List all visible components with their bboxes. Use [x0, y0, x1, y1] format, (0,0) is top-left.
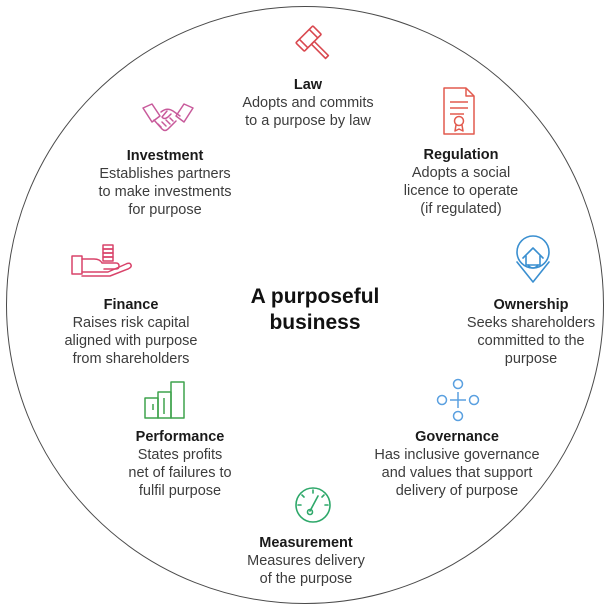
investment-desc: Establishes partners to make investments… — [98, 166, 232, 218]
ownership-block: Ownership Seeks shareholders committed t… — [446, 296, 611, 368]
governance-desc: Has inclusive governance and values that… — [374, 447, 540, 499]
law-title: Law — [293, 77, 323, 93]
law-desc: Adopts and commits to a purpose by law — [242, 95, 374, 129]
regulation-title: Regulation — [423, 147, 499, 163]
measurement-block: Measurement Measures delivery of the pur… — [216, 534, 396, 588]
outer-circle — [6, 6, 604, 604]
gavel-icon — [290, 22, 336, 68]
performance-title: Performance — [135, 429, 225, 445]
certificate-icon — [440, 86, 478, 138]
governance-block: Governance Has inclusive governance and … — [352, 428, 562, 500]
finance-title: Finance — [103, 297, 159, 313]
finance-desc: Raises risk capital aligned with purpose… — [64, 315, 198, 367]
bar-chart-icon — [142, 380, 192, 420]
gauge-icon — [292, 484, 334, 526]
law-block: Law Adopts and commits to a purpose by l… — [218, 76, 398, 130]
regulation-desc: Adopts a social licence to operate (if r… — [403, 165, 519, 217]
measurement-desc: Measures delivery of the purpose — [247, 553, 365, 587]
handshake-icon — [140, 98, 196, 138]
investment-title: Investment — [126, 148, 204, 164]
network-icon — [436, 378, 480, 422]
hand-coins-icon — [70, 244, 136, 278]
regulation-block: Regulation Adopts a social licence to op… — [376, 146, 546, 218]
performance-block: Performance States profits net of failur… — [90, 428, 270, 500]
finance-block: Finance Raises risk capital aligned with… — [36, 296, 226, 368]
governance-title: Governance — [415, 429, 499, 445]
performance-desc: States profits net of failures to fulfil… — [128, 447, 232, 499]
measurement-title: Measurement — [259, 535, 353, 551]
investment-block: Investment Establishes partners to make … — [70, 147, 260, 219]
ownership-title: Ownership — [493, 297, 569, 313]
ownership-desc: Seeks shareholders committed to the purp… — [466, 315, 596, 367]
home-shield-icon — [508, 232, 558, 286]
center-title: A purposeful business — [250, 285, 380, 334]
